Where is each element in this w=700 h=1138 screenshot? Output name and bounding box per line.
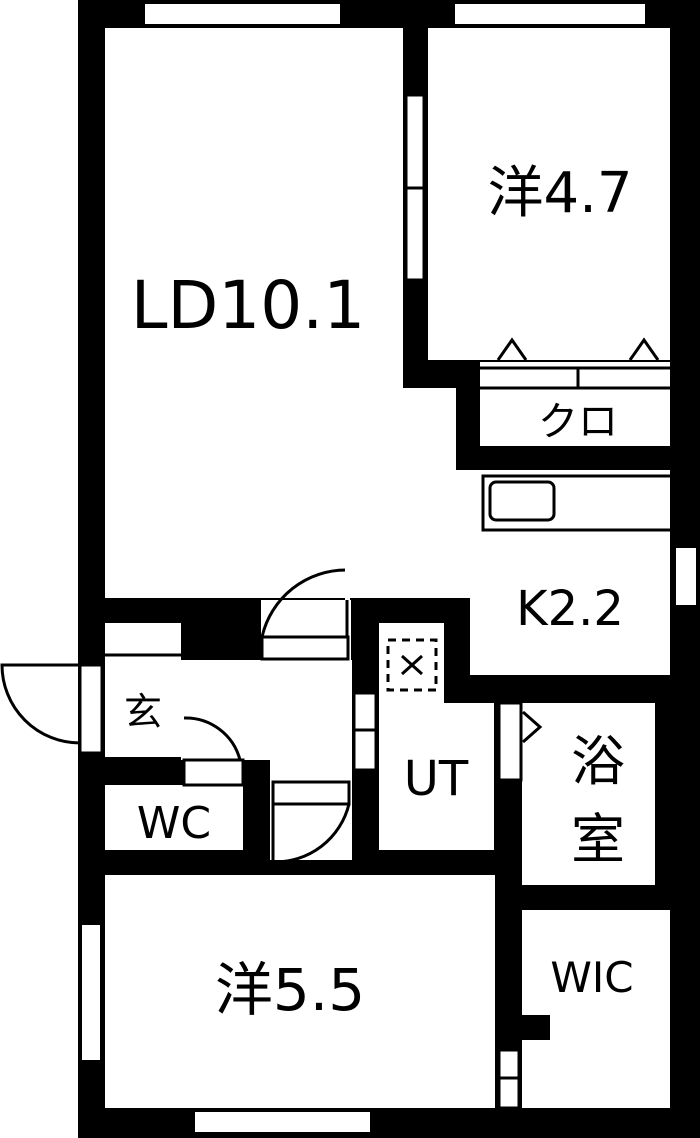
label-toilet: WC [137,798,211,849]
room-bath [522,703,655,885]
door-utility[interactable] [352,691,378,772]
window-left-western [82,925,100,1060]
window-top-western [455,4,645,24]
folding-door-icon [496,337,528,361]
hallway [181,660,352,760]
door-bath[interactable] [497,701,543,782]
label-western-2: 洋5.5 [215,956,365,1024]
closet [480,337,670,446]
room-toilet [105,785,243,850]
label-utility: UT [404,751,469,807]
label-entrance: 玄 [124,690,162,734]
label-bath-2: 室 [571,808,625,871]
label-bath-1: 浴 [571,730,625,793]
label-western-1: 洋4.7 [487,161,632,226]
label-wic: WIC [550,953,633,1002]
label-ld: LD10.1 [131,267,366,344]
washer-space-icon [386,638,438,692]
door-entrance[interactable] [0,663,104,755]
door-wic[interactable] [497,1048,521,1110]
window-top-ld [145,4,340,24]
label-closet: クロ [538,399,618,445]
room-entrance [105,623,181,757]
door-western-2[interactable] [271,780,351,864]
room-utility [379,623,494,850]
window-right-kitchen [676,548,696,605]
room-wic [522,910,670,1108]
kitchen-counter [481,474,675,532]
room-western-1 [428,28,670,360]
sink-icon [488,480,556,522]
door-ld[interactable] [260,568,351,661]
label-kitchen: K2.2 [516,581,624,637]
folding-door-icon [628,337,660,361]
sliding-door-western-1[interactable] [404,93,426,282]
window-bottom-western [195,1112,370,1132]
room-western-2 [105,875,495,1108]
room-ld [105,28,670,675]
door-toilet[interactable] [182,716,245,787]
